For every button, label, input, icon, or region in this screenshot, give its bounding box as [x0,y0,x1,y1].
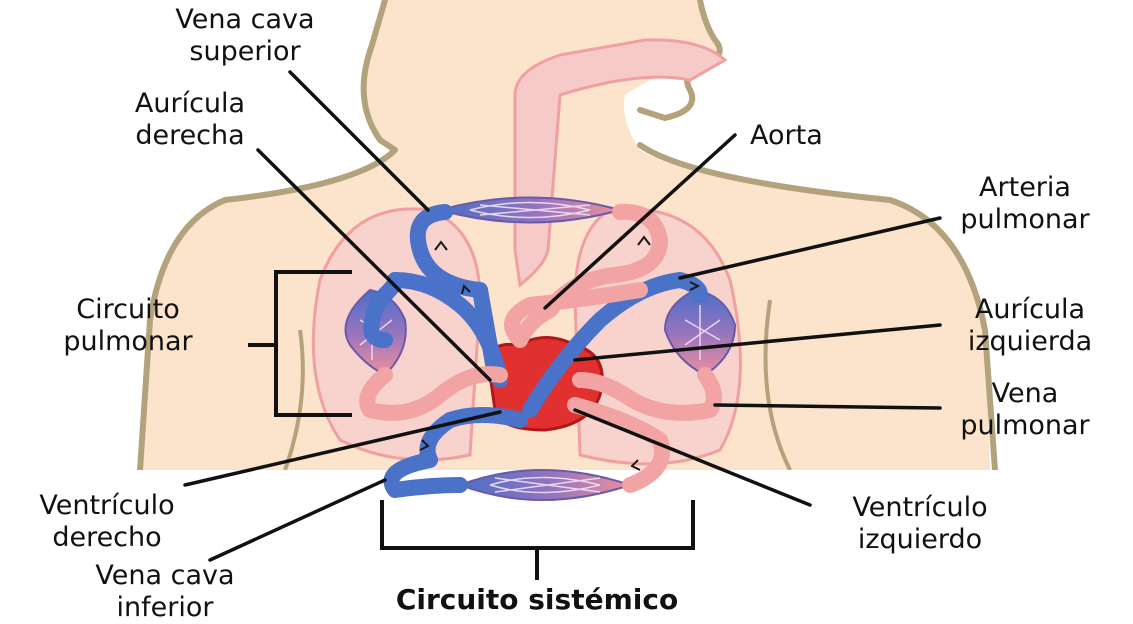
label-arteria-pulmonar-line2: pulmonar [940,204,1110,236]
label-vena-cava-superior-line1: Vena cava [145,4,345,36]
label-circuito-sistemico: Circuito sistémico [362,584,712,616]
label-vena-pulmonar-line1: Vena [940,378,1110,410]
label-vena-cava-inferior-line2: inferior [60,592,270,619]
label-circuito-sistemico-text: Circuito sistémico [362,584,712,616]
label-auricula-izquierda: Aurícula izquierda [940,294,1120,358]
label-aorta: Aorta [750,120,823,152]
label-auricula-izquierda-line1: Aurícula [940,294,1120,326]
label-vena-cava-superior: Vena cava superior [145,4,345,68]
label-ventriculo-izquierdo: Ventrículo izquierdo [815,492,1025,556]
label-vena-cava-superior-line2: superior [145,36,345,68]
label-ventriculo-derecho-line2: derecho [12,522,202,554]
label-auricula-derecha-line1: Aurícula [100,88,280,120]
label-ventriculo-derecho-line1: Ventrículo [12,490,202,522]
label-circuito-pulmonar-line2: pulmonar [28,326,228,358]
label-arteria-pulmonar: Arteria pulmonar [940,172,1110,236]
label-vena-cava-inferior: Vena cava inferior [60,560,270,619]
label-auricula-izquierda-line2: izquierda [940,326,1120,358]
label-aorta-text: Aorta [750,120,823,152]
label-ventriculo-derecho: Ventrículo derecho [12,490,202,554]
label-auricula-derecha-line2: derecha [100,120,280,152]
label-circuito-pulmonar: Circuito pulmonar [28,294,228,358]
label-auricula-derecha: Aurícula derecha [100,88,280,152]
label-vena-pulmonar: Vena pulmonar [940,378,1110,442]
label-arteria-pulmonar-line1: Arteria [940,172,1110,204]
label-ventriculo-izquierdo-line2: izquierdo [815,524,1025,556]
bracket-circuito-sistemico [382,500,693,580]
label-vena-pulmonar-line2: pulmonar [940,410,1110,442]
label-circuito-pulmonar-line1: Circuito [28,294,228,326]
label-vena-cava-inferior-line1: Vena cava [60,560,270,592]
label-ventriculo-izquierdo-line1: Ventrículo [815,492,1025,524]
